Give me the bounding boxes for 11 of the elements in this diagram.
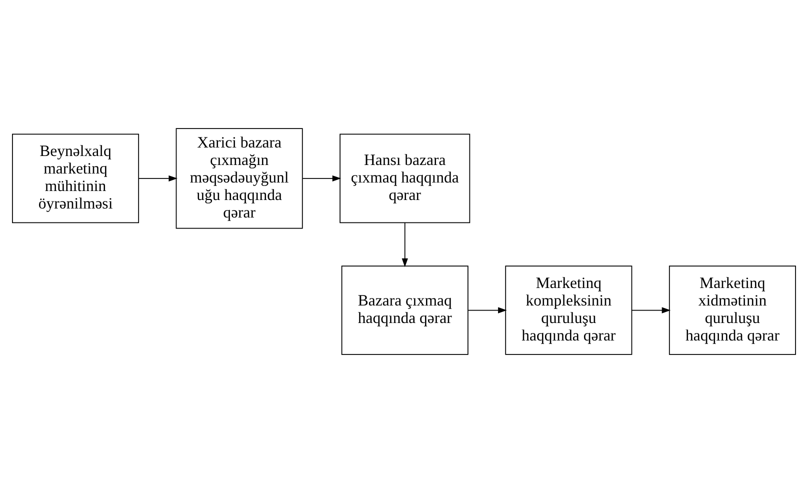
node-box: Xarici bazara çıxmağın məqsədəuyğunl uğu haqqında qərar: [176, 128, 303, 228]
arrow: [468, 306, 507, 313]
arrow: [402, 222, 408, 267]
arrow: [138, 174, 178, 181]
node-box: Bazara çıxmaq haqqında qərar: [341, 265, 468, 354]
node-box: Hansı bazara çıxmaq haqqında qərar: [340, 133, 470, 223]
node-box: Marketinq kompleksinin quruluşu haqqında qərar: [505, 265, 632, 354]
node-box: Beynəlxalq marketinq mühitinin öyrənilməsi: [12, 133, 140, 223]
arrow: [302, 174, 342, 181]
arrow: [632, 306, 671, 313]
node-box: Marketinq xidmətinin quruluşu haqqında qərar: [668, 265, 796, 354]
